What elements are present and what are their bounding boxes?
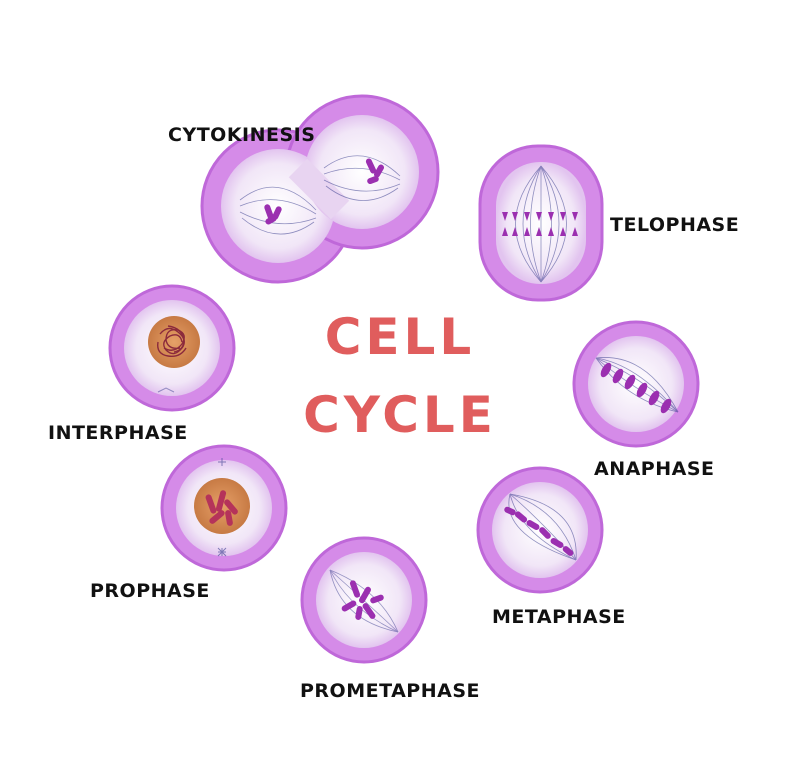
prometaphase-cell <box>300 536 428 664</box>
cytokinesis-cell <box>200 94 440 284</box>
prometaphase-chromosomes <box>341 580 384 620</box>
label-prophase: PROPHASE <box>90 580 210 602</box>
label-interphase: INTERPHASE <box>48 422 188 444</box>
anaphase-chromosomes <box>600 362 672 414</box>
cytokinesis-chromosomes <box>264 158 384 225</box>
prophase-chromosomes <box>205 490 238 526</box>
metaphase-cell <box>476 466 604 594</box>
telophase-chromosomes <box>502 212 578 236</box>
prophase-cell <box>160 444 288 572</box>
title-line-2: CYCLE <box>300 386 500 444</box>
title-cell: CELL <box>324 308 476 366</box>
interphase-chromatin <box>157 325 187 358</box>
anaphase-cell <box>572 320 700 448</box>
metaphase-chromosomes <box>504 506 574 556</box>
label-cytokinesis: CYTOKINESIS <box>168 124 316 146</box>
label-prometaphase: PROMETAPHASE <box>300 680 480 702</box>
label-metaphase: METAPHASE <box>492 606 626 628</box>
title-cycle: CYCLE <box>303 386 497 444</box>
label-anaphase: ANAPHASE <box>594 458 715 480</box>
interphase-cell <box>108 284 236 412</box>
label-telophase: TELOPHASE <box>610 214 740 236</box>
title-line-1: CELL <box>300 308 500 366</box>
telophase-cell <box>478 144 604 302</box>
